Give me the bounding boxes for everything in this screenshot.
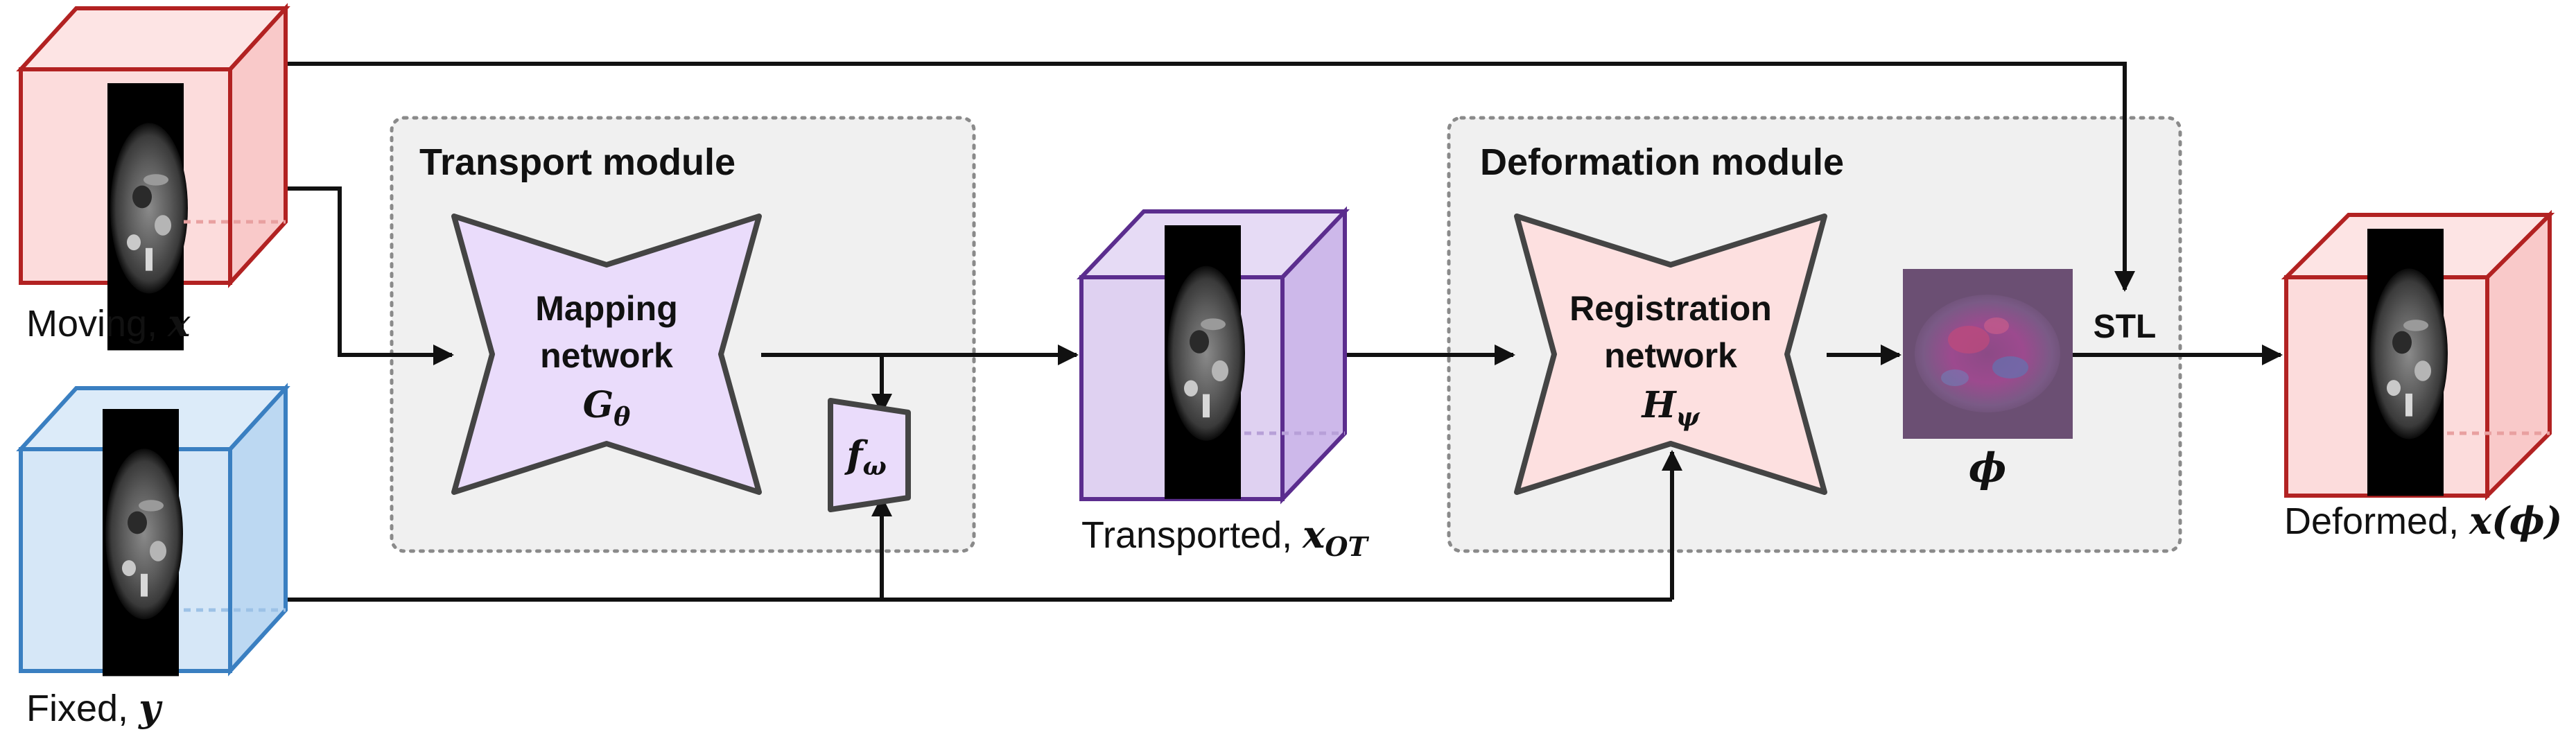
deformation-module-title: Deformation module <box>1480 141 1844 183</box>
registration-network-label-line2: network <box>1604 336 1737 375</box>
deformed-ct-slice-image <box>2367 229 2448 496</box>
deformed-label: Deformed, x(ϕ) <box>2284 498 2562 543</box>
mapping-network-label-line1: Mapping <box>535 289 678 328</box>
fixed-label: Fixed, y <box>26 686 163 730</box>
transported-ct-slice-image <box>1165 225 1245 499</box>
registration-network-symbol: Hψ <box>1640 384 1700 432</box>
moving-label: Moving, x <box>26 301 191 345</box>
critic-network: fω <box>828 398 911 512</box>
transport-module-title: Transport module <box>419 141 736 183</box>
fixed-ct-slice-image <box>103 409 183 677</box>
mapping-network: Mapping network Gθ <box>451 214 762 495</box>
deformed-volume <box>2281 209 2555 501</box>
transported-volume <box>1077 206 1350 505</box>
registration-network-label-line1: Registration <box>1569 289 1772 328</box>
arrow-moving-to-stl <box>288 62 2135 292</box>
registration-network: Registration network Hψ <box>1514 214 1827 495</box>
critic-symbol: fω <box>844 433 887 481</box>
arrows <box>288 62 2283 602</box>
field-symbol: ϕ <box>1969 444 2007 491</box>
mapping-network-label-line2: network <box>540 336 673 375</box>
moving-volume <box>16 3 290 351</box>
mapping-network-symbol: Gθ <box>583 384 630 432</box>
fixed-volume <box>16 383 290 677</box>
stl-label: STL <box>2094 308 2157 345</box>
deformation-field-image <box>1903 269 2073 439</box>
arrow-moving-to-mapping <box>288 186 454 365</box>
transported-label: Transported, xOT <box>1081 512 1369 562</box>
